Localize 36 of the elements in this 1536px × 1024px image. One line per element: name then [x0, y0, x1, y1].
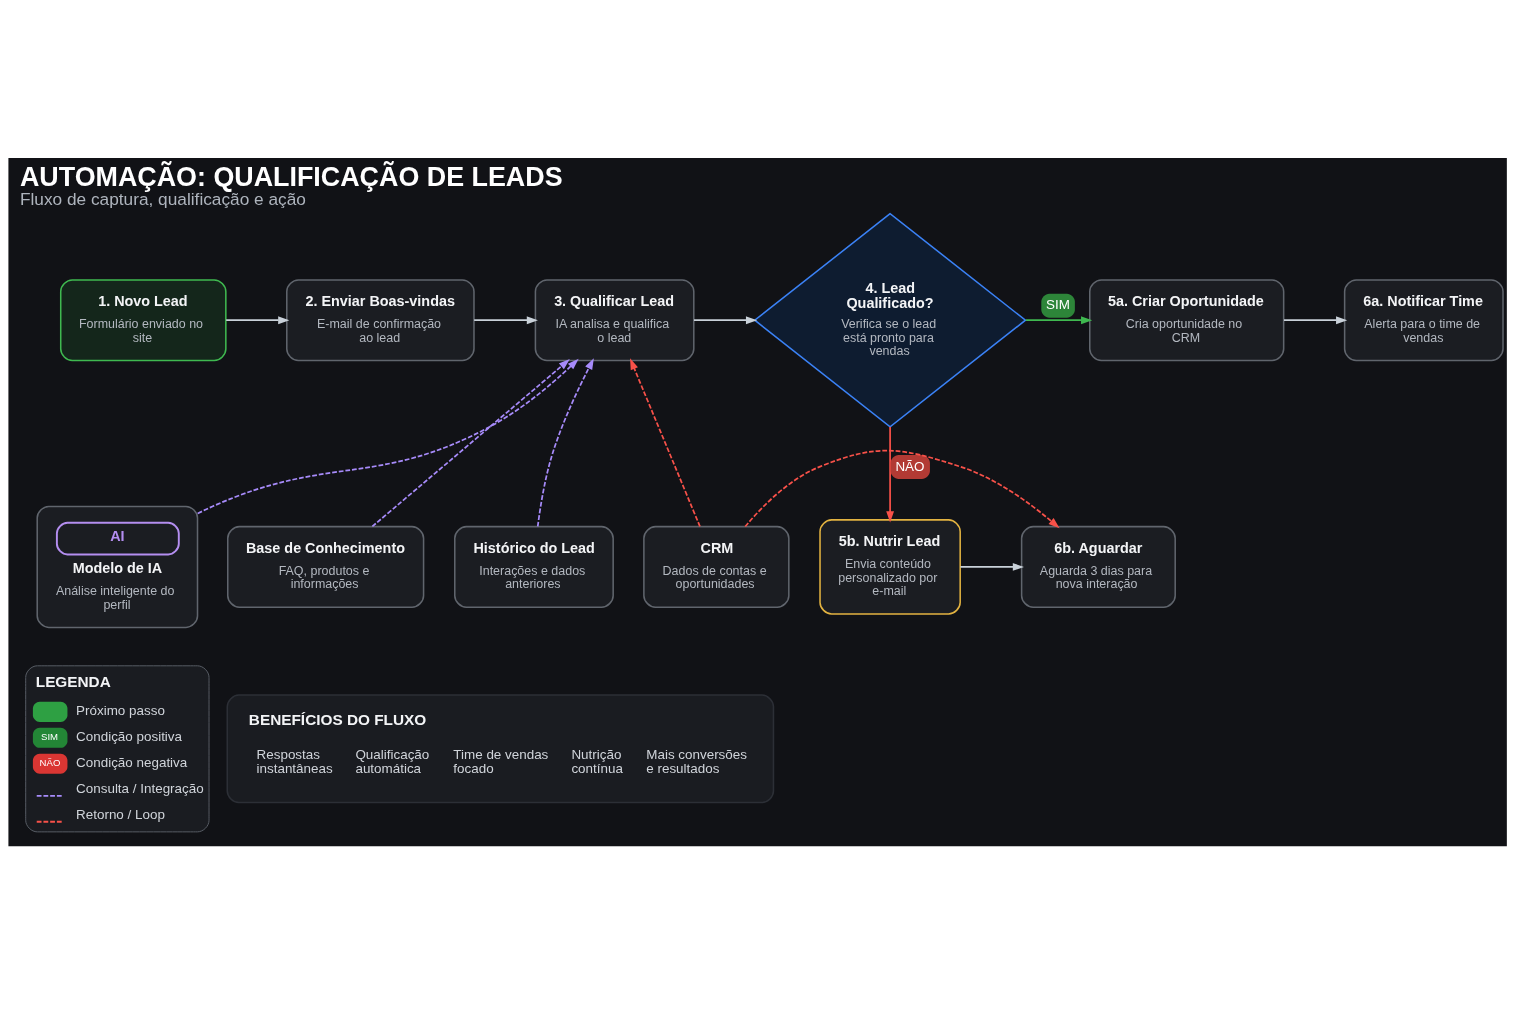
edge-label: SIM — [1046, 296, 1070, 312]
node-box: 6b. Aguardar Aguarda 3 dias para nova interação — [1020, 525, 1176, 608]
node-diamond: 4. Lead Qualificado? Verifica se o lead está pronto para vendas — [753, 212, 1027, 428]
arrow — [1024, 315, 1093, 324]
legend-label: Consulta / Integração — [76, 780, 204, 796]
node-box: 3. Qualificar Lead IA analisa e qualifica o lead — [534, 278, 695, 361]
legend-label: Próximo passo — [76, 702, 165, 718]
label: SIM — [41, 730, 59, 742]
legend-label: Retorno / Loop — [76, 806, 165, 822]
label: NÃO — [39, 756, 61, 768]
node-box: 2. Enviar Boas-vindas E-mail de confirmação ao lead — [286, 278, 475, 361]
node-box: 5a. Criar Oportunidade Cria oportunidade no CRM — [1089, 278, 1285, 361]
arrow — [536, 357, 594, 527]
arrow — [886, 425, 894, 522]
arrow — [371, 358, 570, 527]
node-box: Base de Conhecimento FAQ, produtos e informações — [227, 525, 425, 608]
node-box: Histórico do Lead Interações e dados anteriores — [454, 525, 614, 608]
arrow — [196, 358, 579, 514]
diagram-title: AUTOMAÇÃO: QUALIFICAÇÃO DE LEADS — [19, 161, 563, 192]
node-box: BENEFÍCIOS DO FLUXO Respostas instantâneas Qualificação automática Time de vendas focado Nutrição contínua Mais conversões e resultados — [226, 693, 775, 803]
arrow — [693, 315, 758, 324]
arrow — [473, 315, 538, 324]
arrow — [1283, 315, 1348, 324]
edge-label: NÃO — [895, 458, 925, 474]
node-box: AI Modelo de IA Análise inteligente do perfil — [36, 505, 199, 628]
node-box: 5b. Nutrir Lead Envia conteúdo personalizado por e-mail — [819, 518, 961, 615]
arrow — [744, 449, 1060, 528]
arrow — [959, 562, 1024, 571]
node-box: CRM Dados de contas e oportunidades — [643, 525, 790, 608]
arrow — [225, 315, 290, 324]
label: LEGENDA — [35, 672, 111, 690]
node-box: 6a. Notificar Time Alerta para o time de vendas — [1343, 278, 1504, 361]
legend-label: Condição negativa — [76, 754, 188, 770]
legend-label: Condição positiva — [76, 728, 183, 744]
node-box: 1. Novo Lead Formulário enviado no site — [59, 278, 227, 361]
arrow — [630, 357, 701, 527]
